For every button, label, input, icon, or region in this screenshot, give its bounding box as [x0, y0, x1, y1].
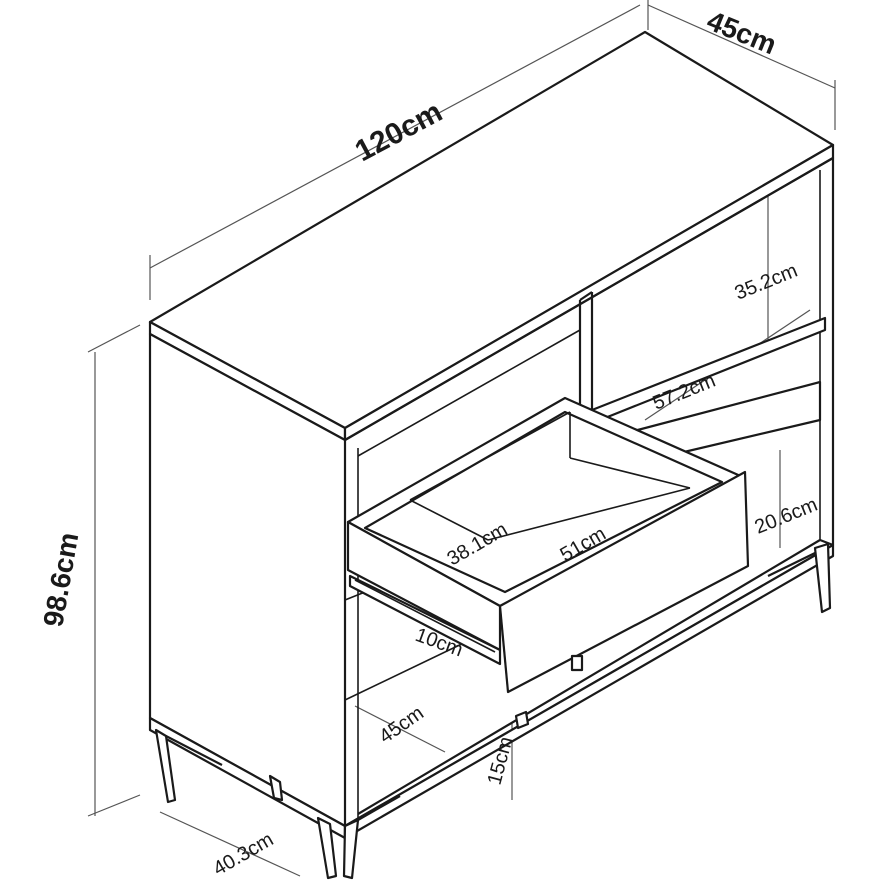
- label-height: 98.6cm: [37, 530, 84, 629]
- leg-back-right: [813, 542, 832, 614]
- label-upper-shelf-height: 35.2cm: [732, 260, 801, 305]
- label-depth-top: 45cm: [703, 5, 781, 61]
- leg-front-right: [316, 816, 338, 880]
- label-side-depth: 40.3cm: [210, 828, 278, 880]
- dimension-lines: [87, 0, 836, 877]
- drawer-runner: [348, 574, 502, 666]
- label-bottom-depth: 45cm: [375, 702, 428, 748]
- leg-front-left: [154, 728, 177, 804]
- label-lower-shelf-height: 20.6cm: [752, 494, 821, 539]
- open-drawer: [346, 396, 750, 694]
- legs: [154, 542, 832, 880]
- cabinet-body: [148, 30, 835, 840]
